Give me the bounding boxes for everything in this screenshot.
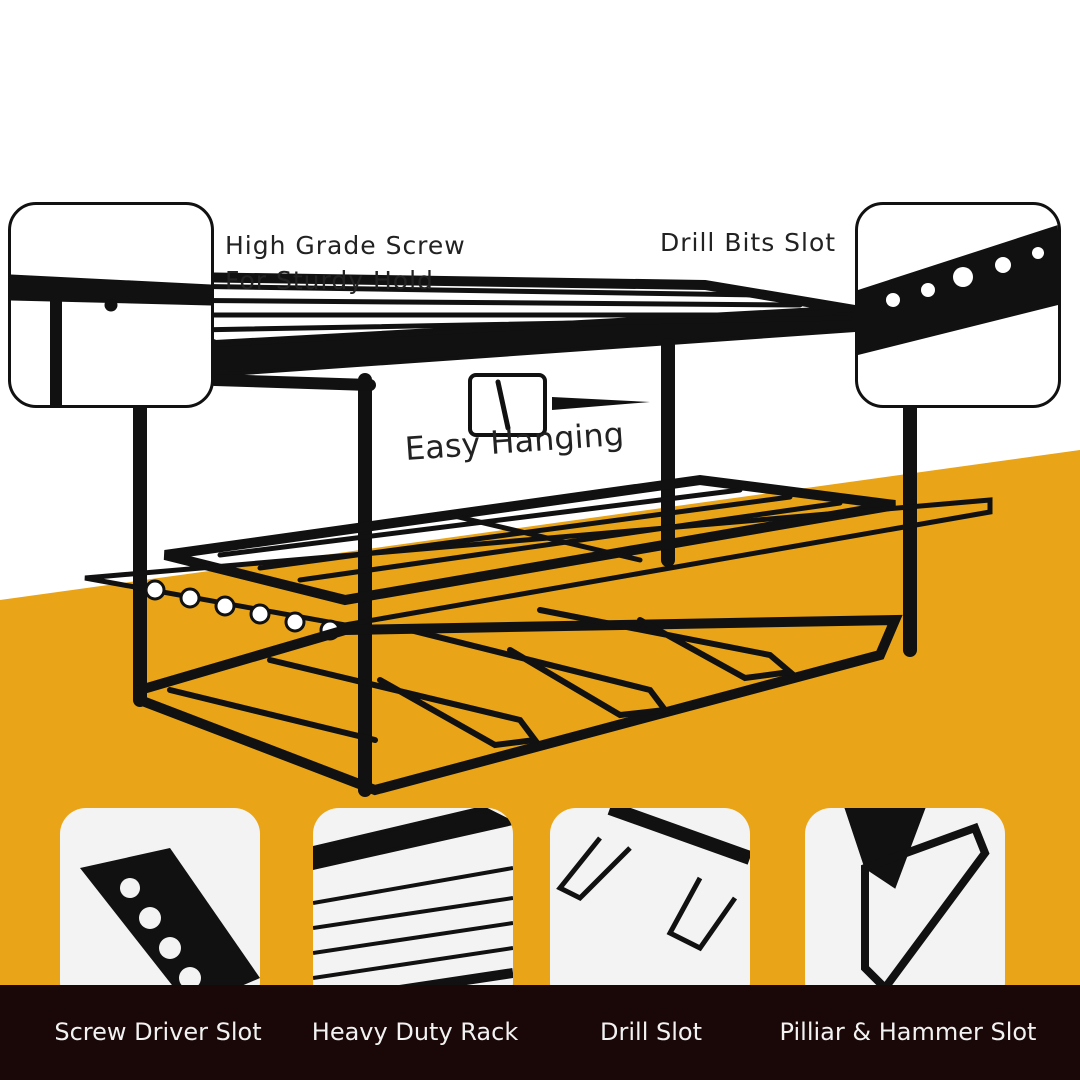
screwdriver-slot-thumbnail (60, 808, 260, 1008)
screw-callout-line2: For Sturdy Hold (225, 266, 434, 295)
drill-bits-closeup-inset (855, 202, 1061, 408)
feature-caption-pillar-hammer: Pilliar & Hammer Slot (779, 1018, 1037, 1046)
screw-closeup-inset (8, 202, 214, 408)
screw-callout: High Grade Screw For Sturdy Hold (225, 228, 466, 298)
pillar-hammer-slot-thumbnail (805, 808, 1005, 1008)
feature-caption-drill: Drill Slot (600, 1018, 702, 1046)
feature-caption-band (0, 985, 1080, 1080)
heavy-duty-rack-thumbnail (313, 808, 513, 1008)
screw-callout-line1: High Grade Screw (225, 231, 466, 260)
drill-bits-callout: Drill Bits Slot (660, 228, 837, 257)
drill-slot-thumbnail (550, 808, 750, 1008)
feature-caption-heavy-duty: Heavy Duty Rack (311, 1018, 519, 1046)
feature-caption-screwdriver: Screw Driver Slot (54, 1018, 262, 1046)
